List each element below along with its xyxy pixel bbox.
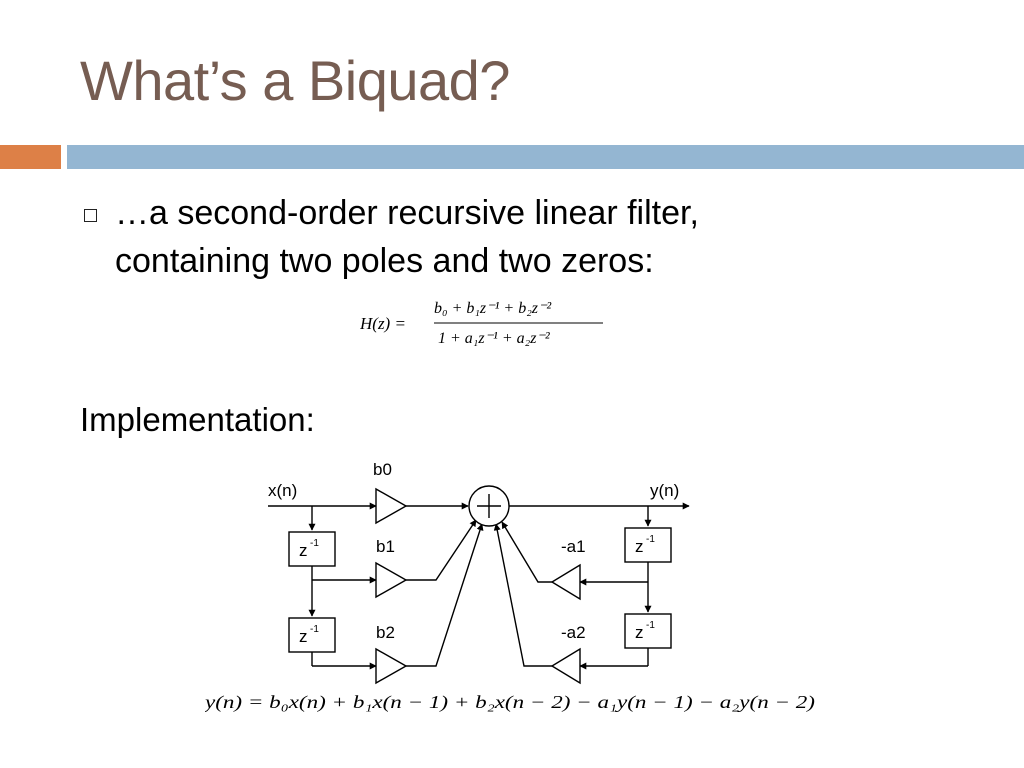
a2-to-adder-line [493, 523, 552, 667]
slide-title: What’s a Biquad? [80, 49, 510, 112]
b2-to-adder-line [406, 523, 484, 667]
gain-b2-label: b2 [376, 623, 395, 642]
transfer-function-equation: H(z) = b₀ + b₁z⁻¹ + b₂z⁻² 1 + a₁z⁻¹ + a₂… [360, 300, 603, 347]
delay-ff-2-exp: -1 [310, 624, 319, 635]
gain-a1-label: -a1 [561, 537, 586, 556]
a1-to-adder-line [501, 521, 552, 583]
accent-bar [0, 145, 61, 169]
delay-fb-1-z: z [635, 537, 644, 556]
bullet-text-line-2: containing two poles and two zeros: [115, 242, 654, 280]
bullet-square-icon [84, 209, 97, 222]
gain-b2-triangle [375, 647, 408, 685]
gain-a2-triangle [550, 647, 581, 685]
gain-a1-triangle [550, 563, 581, 601]
delay-box-fb-1 [624, 527, 672, 563]
delay-fb-2-z: z [635, 623, 644, 642]
gain-b1-label: b1 [376, 537, 395, 556]
gain-b1-triangle [375, 561, 408, 599]
delay-ff-1-exp: -1 [310, 538, 319, 549]
delay-fb-1-exp: -1 [646, 534, 655, 545]
transfer-lhs: H(z) = [360, 314, 406, 333]
difference-equation: y(n) = b₀x(n) + b₁x(n − 1) + b₂x(n − 2) … [205, 692, 815, 712]
gain-b0-label: b0 [373, 460, 392, 479]
implementation-label: Implementation: [80, 401, 315, 438]
output-label: y(n) [650, 481, 679, 500]
gain-a2-label: -a2 [561, 623, 586, 642]
delay-ff-1-z: z [299, 541, 308, 560]
transfer-denominator: 1 + a₁z⁻¹ + a₂z⁻² [438, 330, 551, 347]
delay-box-ff-1 [288, 531, 336, 567]
difference-equation-text: y(n) = b₀x(n) + b₁x(n − 1) + b₂x(n − 2) … [205, 692, 815, 712]
bullet-text-line-1: …a second-order recursive linear filter, [115, 194, 699, 232]
b1-to-adder-line [406, 519, 477, 581]
delay-ff-2-z: z [299, 627, 308, 646]
title-rule-bar [67, 145, 1024, 169]
input-label: x(n) [268, 481, 297, 500]
delay-fb-2-exp: -1 [646, 620, 655, 631]
transfer-numerator: b₀ + b₁z⁻¹ + b₂z⁻² [434, 300, 552, 317]
gain-b0-triangle [375, 487, 408, 525]
delay-box-ff-2 [288, 617, 336, 653]
delay-box-fb-2 [624, 613, 672, 649]
